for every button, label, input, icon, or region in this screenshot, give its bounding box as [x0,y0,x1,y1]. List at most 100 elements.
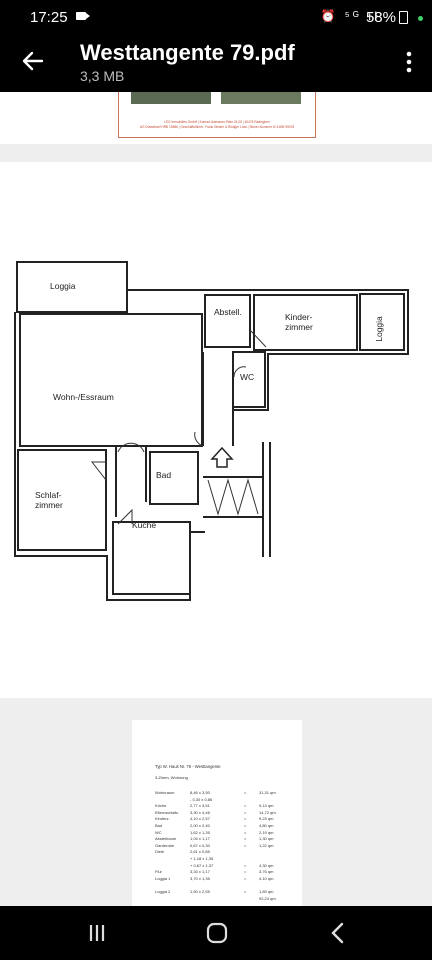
table-cell-eq: = [244,816,247,822]
table-cell-room: WC [155,829,162,835]
pdf-viewer[interactable]: LEG Immobilien GmbH | Konrad-Adenauer-Pl… [0,92,432,906]
room-label-kinderzimmer: Kinder- zimmer [285,312,313,332]
table-cell-calc: 0,67 x 0,30 [190,842,210,848]
table-cell-area: 4,10 qm [259,875,274,881]
door-arc-kinder [249,329,267,348]
table-cell-calc: 2,00 x 2,40 [190,823,210,828]
table-cell-room: Loggia 1 [155,875,171,881]
table-cell-calc: 3,33 x 1,17 [190,869,210,875]
table-cell-area: 9,23 qm [259,816,274,822]
table-cell-room: Garderobe [155,842,175,848]
table-cell-area: 14,72 qm [259,809,276,815]
table-cell-eq: = [244,862,247,868]
table-cell-area: 9,14 qm [259,803,274,809]
table-cell-area: 4,80 qm [259,823,274,828]
navigation-bar [0,906,432,960]
room-label-loggia: Loggia [50,281,76,291]
pdf-page-area-table: Typ W. Haus Nr. 79 - Westtangente 3-Zimm… [132,720,302,906]
wall-outer-left [14,312,205,601]
entrance-arrow-icon [210,446,234,468]
table-cell-area: 2,19 qm [259,829,274,835]
table-cell-eq: = [244,829,247,835]
table-cell-eq: = [244,809,247,815]
table-cell-room: Abstellraum [155,836,177,842]
back-arrow-icon[interactable] [20,48,46,74]
room-label-abstell: Abstell. [214,307,242,317]
floor-plan [14,261,409,601]
table-cell-eq: = [244,875,247,881]
table-cell-room: Elternschlafz. [155,809,180,815]
table-cell-calc: 2,77 x 3,51 [190,803,210,809]
table-cell-room: Loggia 2 [155,889,171,894]
table-cell-room: Wohnraum [155,790,175,795]
table-cell-calc: 1,62 x 1,35 [190,829,210,835]
table-cell-area: 1,30 qm [259,836,274,842]
wall-corridor [115,352,234,517]
table-cell-eq: = [244,889,247,894]
room-label-bad: Bad [156,470,172,480]
status-bar: 17:25 ⏰ ⁵ᴳ ıl 58% [0,0,432,34]
table-cell-calc: 1,04 x 1,17 [190,836,210,842]
door-arc-wohn [194,431,204,447]
table-cell-calc: + 0,67 x 1,37 [190,862,214,868]
room-label-wc: WC [240,372,255,382]
pdf-page-floor-plan: Loggia Wohn-/Essraum Abstell. Kinder- zi… [0,162,432,698]
status-icons: ⏰ ⁵ᴳ ıl [320,9,380,23]
door-arc-schlaf [90,461,107,482]
table-cell-area: 4,30 qm [259,862,274,868]
table-cell-area: 1,89 qm [259,889,274,894]
more-options-icon[interactable] [406,51,412,73]
table-cell-area: 31,31 qm [259,790,276,795]
room-label-loggia-right: Loggia [373,316,384,342]
staircase-frame [203,442,271,557]
home-icon[interactable] [203,920,231,946]
document-title: Westtangente 79.pdf [80,40,295,65]
table-cell-calc: 4,10 x 2,57 [190,816,210,822]
page-footer: LEG Immobilien GmbH | Konrad-Adenauer-Pl… [139,120,295,129]
wall-loggia-left [16,261,128,313]
recent-apps-icon[interactable] [83,920,111,946]
room-label-wohnraum: Wohn-/Essraum [53,392,114,402]
privacy-indicator-dot [418,16,423,21]
battery-icon [399,11,408,24]
wall-outer-top-right [127,289,409,411]
door-arc-hall [117,442,145,453]
wall-kinderzimmer [253,294,358,351]
table-cell-room: Bad [155,823,163,828]
room-label-kueche: Küche [132,520,157,530]
table-cell-area: 92,24 qm [259,895,276,901]
pdf-page-1: LEG Immobilien GmbH | Konrad-Adenauer-Pl… [0,92,432,144]
wall-schlafzimmer [17,449,107,551]
screen-record-icon [76,12,90,20]
table-cell-eq: = [244,869,247,875]
staircase-treads [207,478,259,516]
app-bar: Westtangente 79.pdf 3,3 MB [0,34,432,92]
photo-thumbnail-1 [131,92,211,104]
table-cell-eq: = [244,803,247,809]
back-icon[interactable] [324,920,352,946]
table-cell-calc: 3,30 x 4,46 [190,809,210,815]
table-cell-eq: = [244,823,247,828]
door-arc-wc [233,366,247,378]
table-cell-room: Kinderz. [155,816,170,822]
wall-kueche [112,521,191,595]
door-arc-kueche [117,508,133,525]
table-cell-area: 1,22 qm [259,842,274,848]
table-cell-calc: 1,50 x 2,55 [190,889,210,894]
table-subheading: 3-Zimm. Wohnung [155,775,188,780]
document-size: 3,3 MB [80,68,125,84]
room-label-schlafzimmer: Schlaf- zimmer [35,490,63,510]
battery-level: 58% [365,9,396,26]
table-cell-eq: = [244,836,247,842]
table-cell-eq: = [244,790,247,795]
wall-loggia-right [359,293,405,351]
table-cell-calc: 3,70 x 1,35 [190,875,210,881]
table-cell-calc: + 1,18 x 1,35 [190,856,214,861]
table-cell-calc: 2,61 x 0,85 [190,849,210,855]
table-cell-room: Diele [155,849,165,855]
table-cell-area: 3,76 qm [259,869,274,875]
table-cell-calc: - 0,30 x 0,86 [190,796,213,802]
table-cell-room: Küche [155,803,167,809]
table-cell-eq: = [244,842,247,848]
wall-wohnraum [19,313,203,447]
